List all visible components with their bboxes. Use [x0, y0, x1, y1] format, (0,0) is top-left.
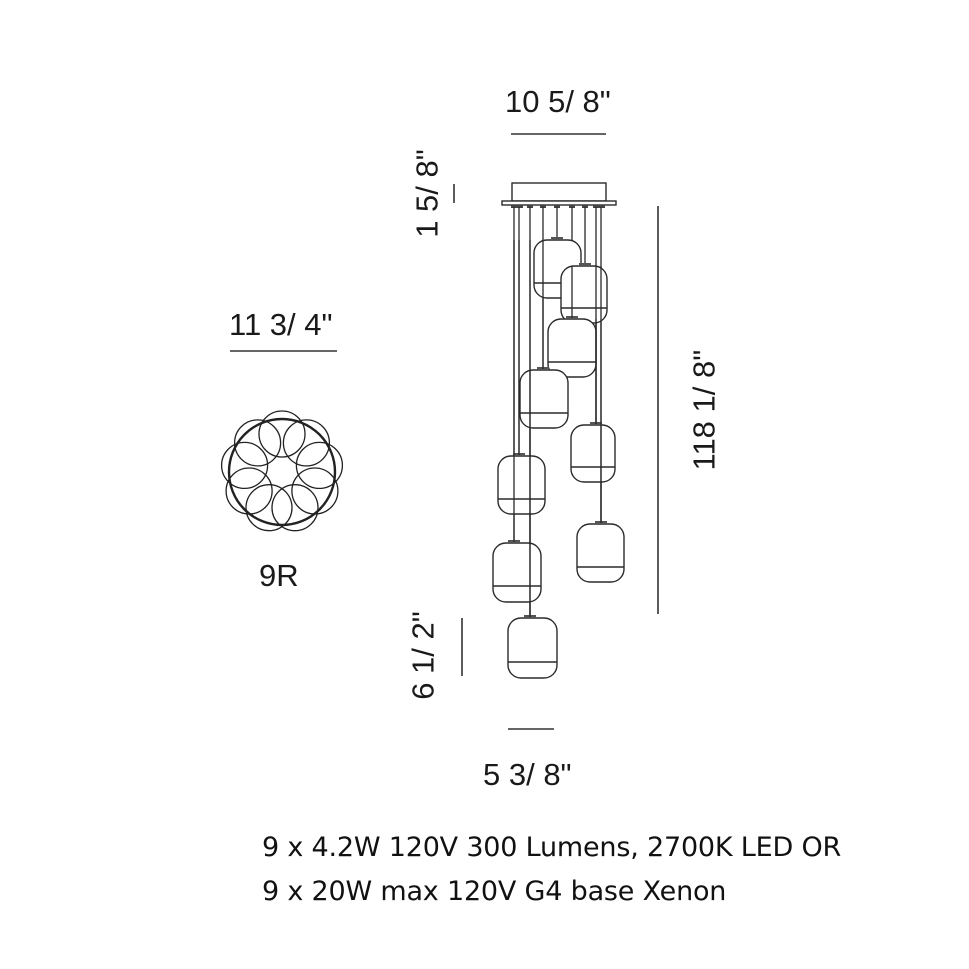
spec-line-xenon: 9 x 20W max 120V G4 base Xenon	[262, 876, 727, 907]
overall-height-label: 118 1/ 8"	[686, 349, 722, 471]
top-view-width-label: 11 3/ 4"	[229, 307, 333, 342]
pendant-width-label: 5 3/ 8"	[483, 757, 572, 792]
rosette-circle	[233, 419, 282, 467]
canopy-box	[511, 182, 607, 202]
canopy-height-label: 1 5/ 8"	[409, 149, 445, 238]
rosette-circle	[271, 484, 319, 532]
rosette-circle	[258, 410, 306, 458]
dimension-lines	[230, 133, 659, 730]
pendant-height-label: 6 1/ 2"	[405, 611, 441, 700]
wire-caps	[511, 205, 605, 208]
pendant-6	[497, 453, 546, 515]
pendant-4	[519, 367, 569, 429]
pendant-2	[560, 263, 608, 324]
cables-through-shades	[513, 240, 602, 617]
canopy-plate	[501, 200, 617, 206]
pendant-9	[507, 615, 558, 679]
pendant-8	[492, 540, 542, 603]
pendant-5	[570, 422, 616, 483]
pendant-3	[547, 316, 597, 378]
rosette-circle	[225, 467, 273, 515]
rosette-circle	[282, 419, 331, 467]
spec-line-led: 9 x 4.2W 120V 300 Lumens, 2700K LED OR	[262, 832, 842, 863]
canopy-width-label: 10 5/ 8"	[505, 84, 611, 119]
rosette-outer-ring	[227, 417, 337, 527]
model-label: 9R	[259, 558, 299, 593]
top-view-rosette	[220, 410, 344, 532]
pendant-7	[576, 521, 625, 583]
rosette-circle	[291, 467, 339, 515]
rosette-circle	[295, 441, 344, 490]
rosette-circle	[245, 484, 293, 532]
rosette-circle	[220, 441, 269, 490]
side-view-chandelier	[492, 182, 625, 679]
